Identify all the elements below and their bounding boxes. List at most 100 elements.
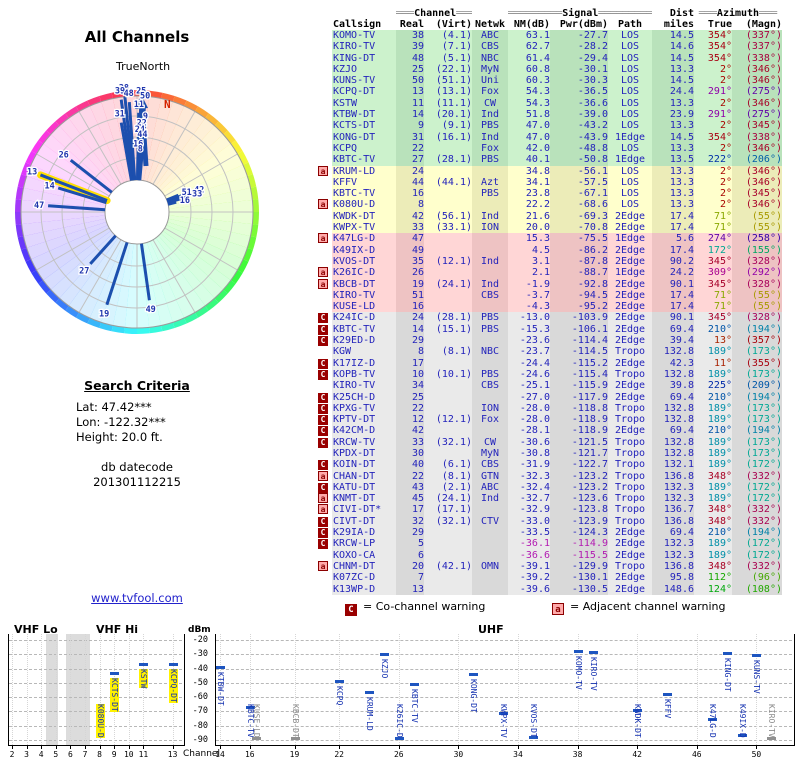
- station-label: KZJO: [379, 659, 389, 679]
- table-cell: K47LG-D: [332, 233, 396, 245]
- table-cell: 29: [396, 527, 424, 539]
- table-cell: 26: [396, 267, 424, 279]
- station-marker: [722, 652, 732, 656]
- x-axis-tick-label: 13: [167, 750, 178, 759]
- adjacent-channel-legend-text: = Adjacent channel warning: [570, 600, 726, 613]
- gridline: [9, 740, 182, 741]
- v-gridline: [41, 634, 43, 745]
- table-cell: KIRO-TV: [332, 289, 396, 302]
- table-cell: 14: [396, 323, 424, 336]
- table-cell: -28.0: [508, 414, 550, 426]
- column-header-real: Real: [399, 19, 424, 30]
- table-cell: KFFV: [332, 176, 396, 189]
- signal-spoke: [123, 96, 136, 181]
- table-cell: 10: [396, 368, 424, 381]
- warning-badge-cell: [318, 109, 332, 121]
- table-cell: (337°): [732, 30, 782, 42]
- table-cell: -118.8: [550, 402, 608, 415]
- station-label: KRUM-LD: [365, 696, 374, 731]
- warning-badge: C: [318, 415, 328, 426]
- table-cell: 309°: [694, 267, 732, 279]
- table-cell: 354°: [694, 131, 732, 143]
- table-cell: 14.5: [652, 52, 694, 64]
- table-cell: [424, 142, 472, 155]
- axis-tick: [339, 745, 341, 749]
- table-cell: 13.3: [652, 188, 694, 200]
- table-cell: -23.7: [508, 346, 550, 358]
- table-cell: Ind: [472, 210, 508, 223]
- table-cell: 90.1: [652, 278, 694, 290]
- table-cell: (155°): [732, 244, 782, 256]
- table-cell: 16: [396, 301, 424, 313]
- table-cell: -95.2: [550, 301, 608, 313]
- table-cell: (173°): [732, 402, 782, 415]
- table-cell: 348°: [694, 470, 732, 482]
- table-cell: 71°: [694, 289, 732, 302]
- table-cell: -1.9: [508, 278, 550, 290]
- table-cell: 17.4: [652, 244, 694, 256]
- table-cell: [424, 188, 472, 200]
- table-cell: [424, 447, 472, 460]
- table-cell: -36.5: [550, 86, 608, 98]
- table-cell: 24.4: [652, 86, 694, 98]
- table-cell: -39.6: [508, 583, 550, 595]
- table-cell: (28.1): [424, 312, 472, 324]
- table-cell: KTBW-DT: [332, 109, 396, 121]
- y-axis-tick-label: -90: [192, 735, 208, 745]
- v-gridline: [398, 634, 400, 745]
- table-cell: 19: [396, 278, 424, 290]
- warning-badge-cell: C: [318, 335, 332, 347]
- table-cell: 40: [396, 459, 424, 471]
- table-cell: LOS: [608, 86, 652, 98]
- table-cell: (108°): [732, 583, 782, 595]
- table-cell: 31: [396, 131, 424, 143]
- table-cell: [472, 301, 508, 313]
- table-cell: KNMT-DT: [332, 493, 396, 505]
- radar-channel-label: 24: [135, 125, 145, 135]
- table-cell: KBTC-TV: [332, 188, 396, 200]
- table-cell: [424, 165, 472, 177]
- table-cell: [472, 549, 508, 561]
- table-cell: Tropo: [608, 470, 652, 482]
- table-cell: 2°: [694, 97, 732, 110]
- table-cell: (355°): [732, 357, 782, 369]
- table-cell: K24IC-D: [332, 312, 396, 324]
- table-cell: K29IA-D: [332, 527, 396, 539]
- table-cell: -114.9: [550, 538, 608, 550]
- station-marker: [394, 737, 404, 741]
- table-cell: -124.3: [550, 527, 608, 539]
- column-header-nm: NM(dB): [513, 19, 550, 30]
- table-cell: 54.3: [508, 97, 550, 110]
- table-cell: 8: [396, 346, 424, 358]
- table-cell: (332°): [732, 504, 782, 516]
- table-cell: 14.5: [652, 131, 694, 143]
- warning-badge: C: [318, 324, 328, 335]
- tvfool-link[interactable]: www.tvfool.com: [91, 591, 183, 605]
- gridline: [9, 640, 182, 641]
- v-gridline: [339, 634, 341, 745]
- table-cell: (328°): [732, 312, 782, 324]
- table-cell: 17: [396, 504, 424, 516]
- warning-badge-cell: C: [318, 391, 332, 403]
- table-cell: LOS: [608, 165, 652, 177]
- table-cell: 34.8: [508, 165, 550, 177]
- table-cell: -30.8: [508, 447, 550, 460]
- y-axis-tick-label: -50: [192, 677, 208, 688]
- table-cell: -56.1: [550, 165, 608, 177]
- v-gridline: [12, 634, 13, 745]
- outer-ring: [20, 95, 254, 329]
- axis-tick: [249, 745, 251, 749]
- warning-badge-cell: [318, 52, 332, 64]
- table-cell: 9: [396, 120, 424, 132]
- table-cell: 210°: [694, 527, 732, 539]
- table-column-header: Callsign Real (Virt) Netwk NM(dB) Pwr(dB…: [318, 19, 782, 30]
- table-cell: 132.3: [652, 549, 694, 561]
- table-cell: (194°): [732, 391, 782, 403]
